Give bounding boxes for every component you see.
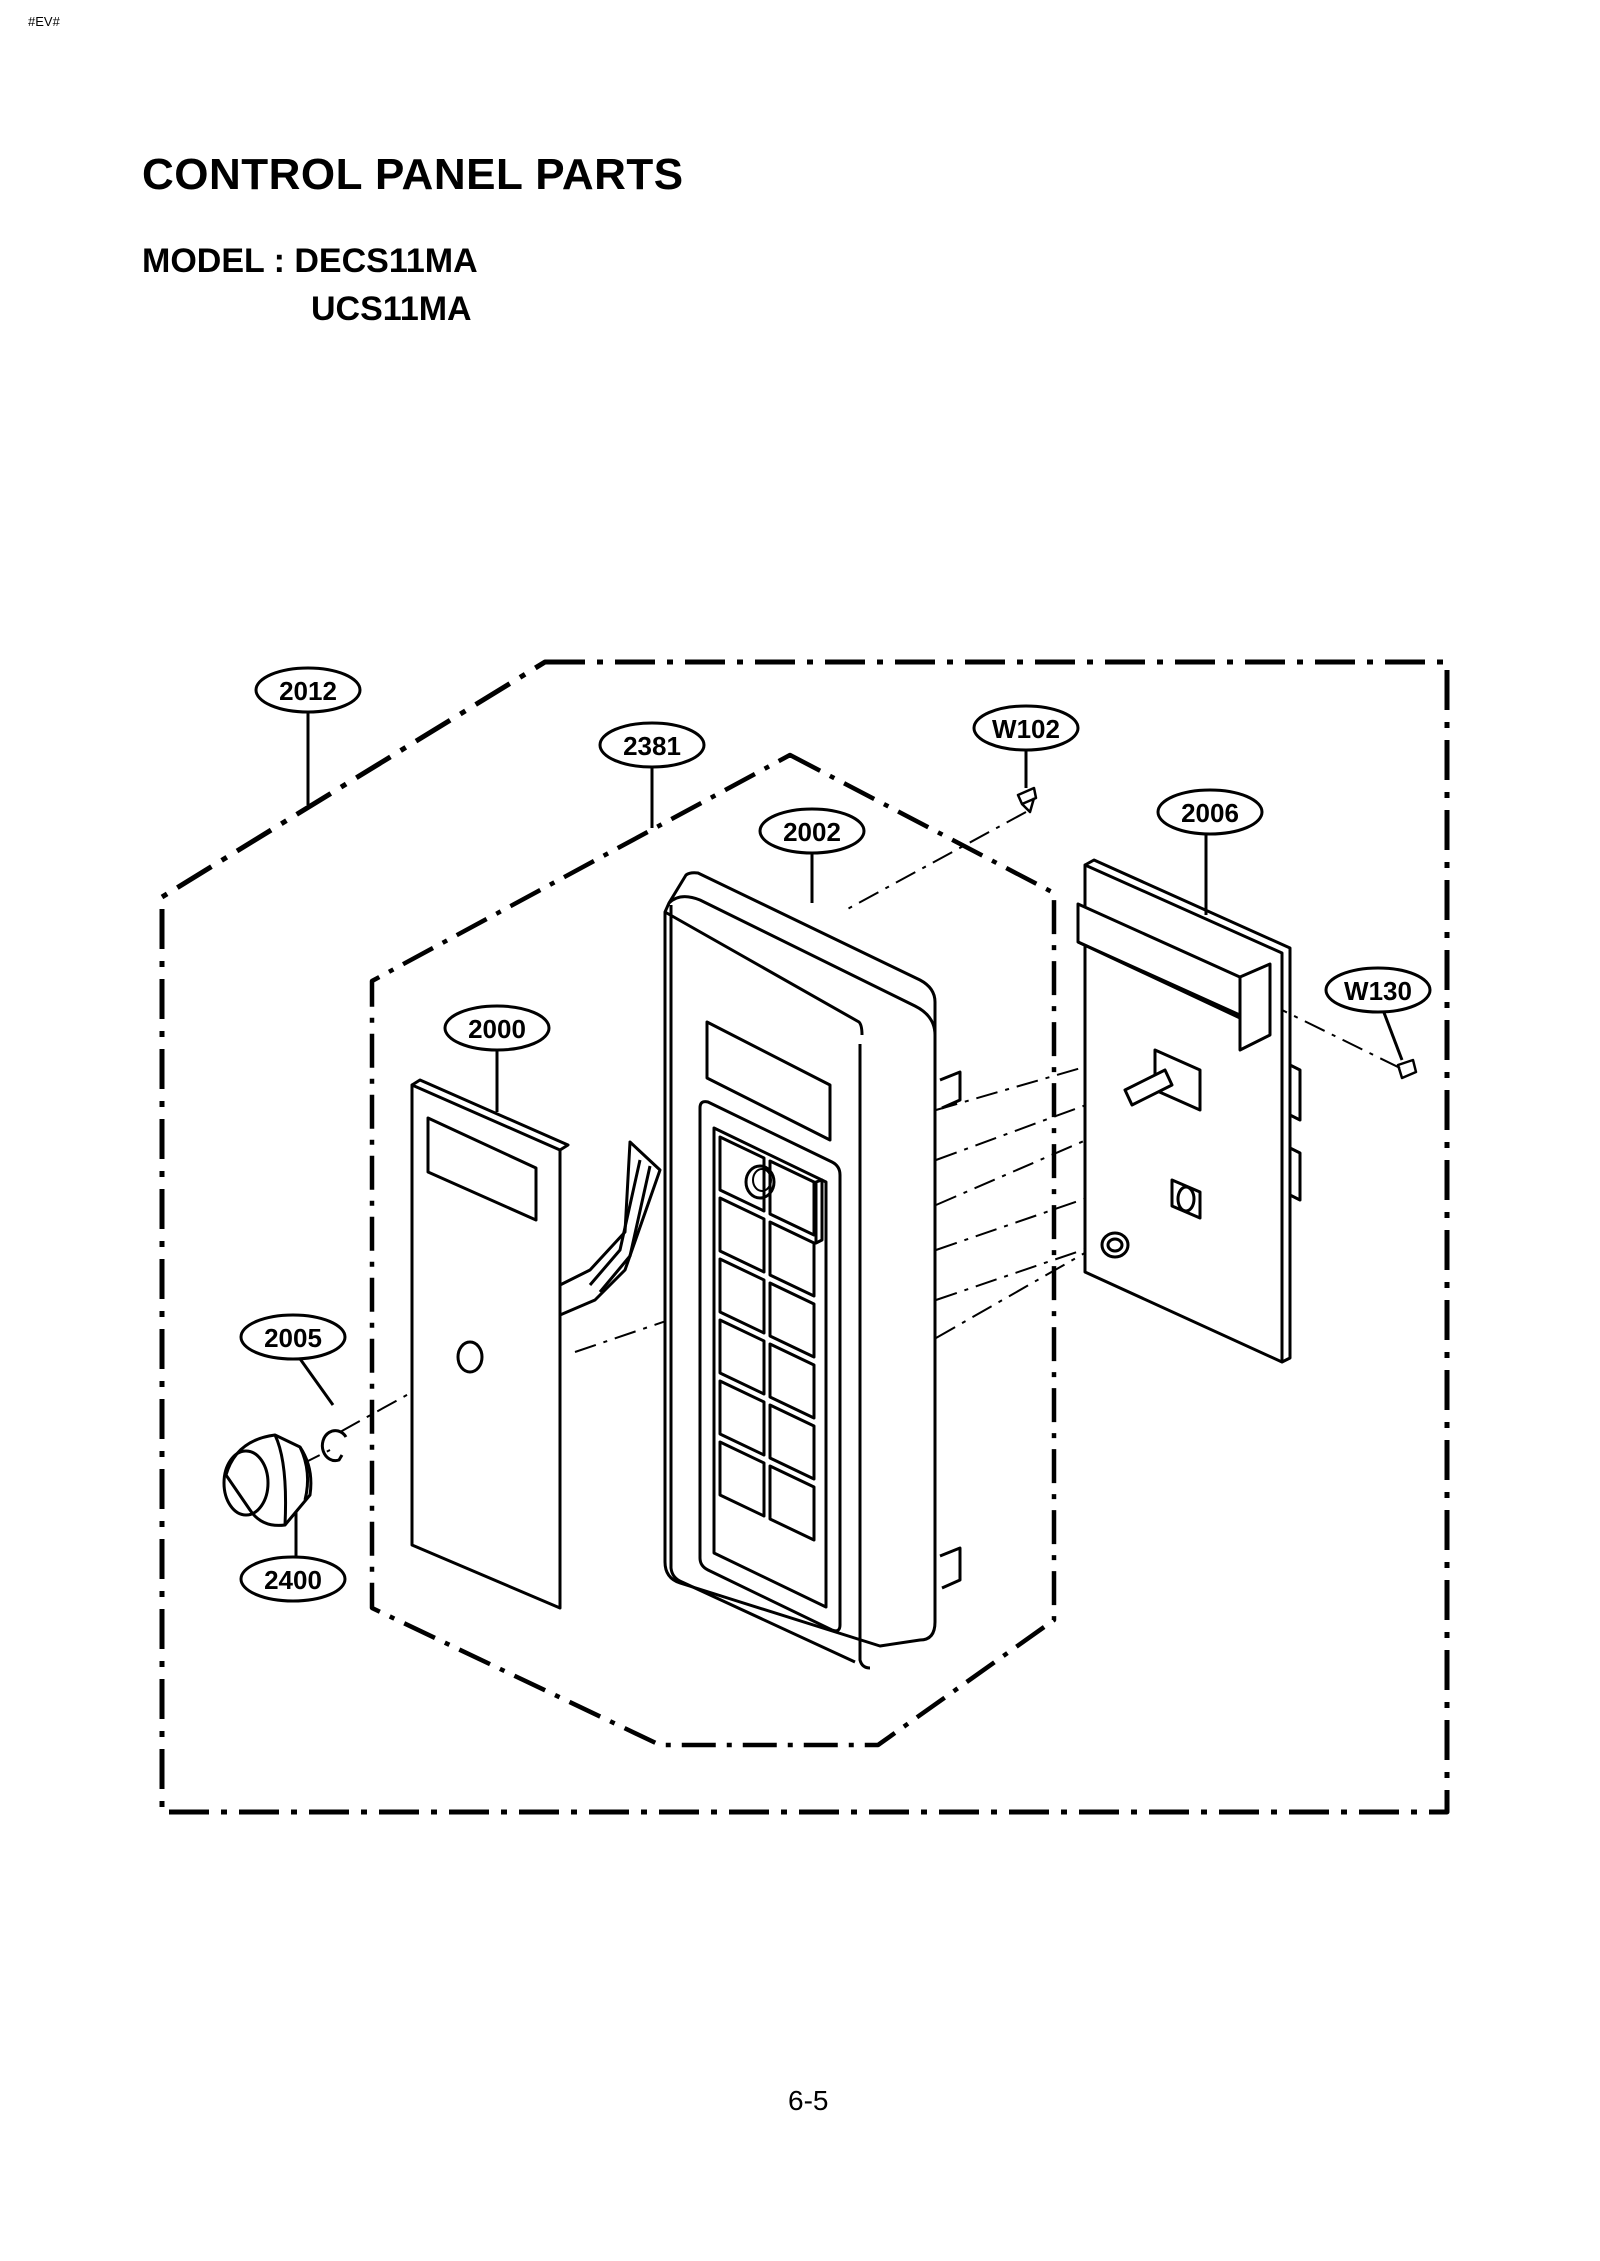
callout-2006: 2006 [1156,788,1264,836]
svg-text:2000: 2000 [468,1014,526,1044]
pcb-board [1076,858,1302,1364]
svg-text:2012: 2012 [279,676,337,706]
svg-text:W130: W130 [1344,976,1412,1006]
inner-assembly-boundary [369,752,1057,1748]
membrane-key-sheet [410,1078,662,1610]
corner-mark: #EV# [28,14,60,29]
svg-text:2006: 2006 [1181,798,1239,828]
callout-W102: W102 [972,704,1080,752]
screw-w130 [1396,1058,1418,1080]
callout-2002: 2002 [758,807,866,855]
retaining-ring [320,1429,348,1463]
outer-assembly-boundary [159,659,1450,1815]
control-panel-frame [663,871,962,1670]
svg-text:2005: 2005 [264,1323,322,1353]
screw-w102 [1016,786,1038,814]
knob [222,1433,313,1527]
model-line-2: UCS11MA [311,290,472,328]
callout-2400: 2400 [239,1555,347,1603]
svg-text:2381: 2381 [623,731,681,761]
callout-W130: W130 [1324,966,1432,1014]
callout-2005: 2005 [239,1313,347,1361]
page-title: CONTROL PANEL PARTS [142,150,684,199]
svg-text:2002: 2002 [783,817,841,847]
callout-2012: 2012 [254,666,362,714]
svg-text:2400: 2400 [264,1565,322,1595]
svg-text:W102: W102 [992,714,1060,744]
callout-2000: 2000 [443,1004,551,1052]
page-number: 6-5 [788,2085,829,2116]
model-line-1: MODEL : DECS11MA [142,242,478,280]
leader-lines [294,712,1404,1578]
callout-2381: 2381 [598,721,706,769]
